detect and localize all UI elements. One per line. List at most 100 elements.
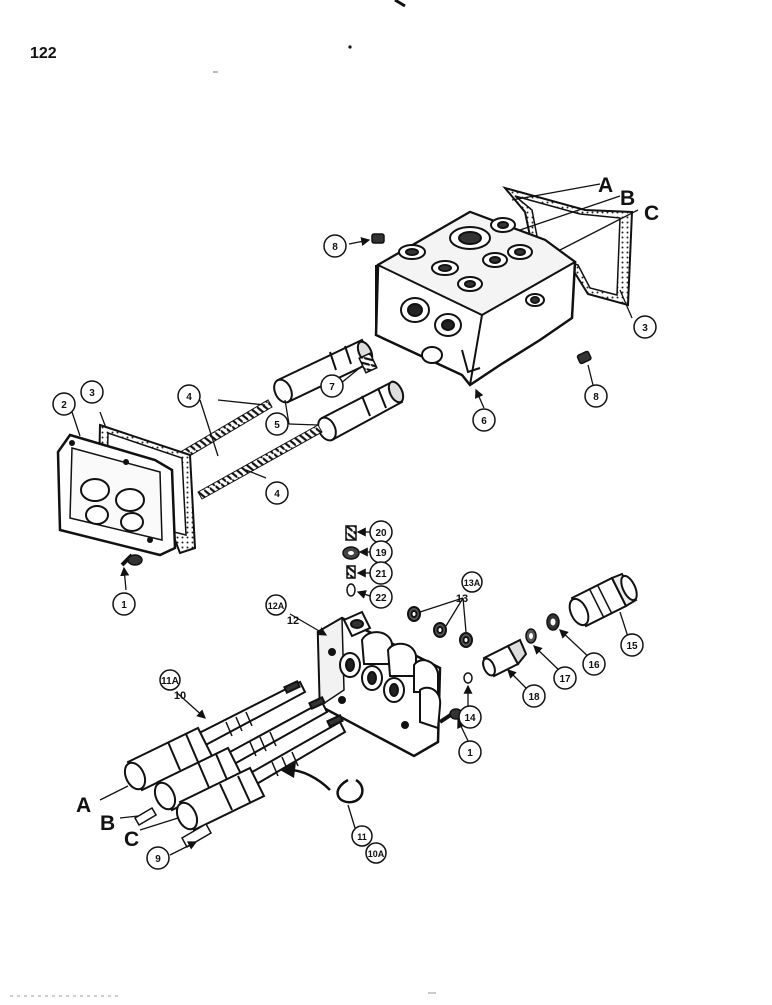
valve-housing	[374, 210, 577, 387]
svg-text:13: 13	[456, 593, 468, 605]
svg-text:17: 17	[559, 674, 571, 685]
washer-17	[525, 628, 537, 644]
stray-marks	[213, 0, 406, 73]
valve-block	[316, 610, 442, 758]
ball-22	[346, 583, 356, 597]
callout-14: 14	[458, 705, 482, 729]
relief-valve-15	[568, 572, 638, 628]
small-part-7	[358, 352, 378, 374]
svg-text:7: 7	[329, 382, 335, 393]
callout-10: 10	[174, 690, 186, 702]
lower-spool-b	[153, 695, 329, 812]
callout-19: 19	[369, 540, 393, 564]
svg-text:10: 10	[174, 690, 186, 702]
letter-a-lower: A	[76, 794, 91, 817]
lower-spool-c	[175, 713, 347, 832]
upper-leaders	[71, 183, 639, 591]
svg-text:11: 11	[357, 832, 367, 842]
svg-text:3: 3	[89, 388, 95, 399]
upper-spool-2	[317, 380, 405, 442]
plug-top	[371, 233, 385, 244]
callout-8-bottom: 8	[584, 384, 608, 408]
svg-text:22: 22	[375, 593, 387, 604]
callout-13: 13	[456, 593, 468, 605]
svg-text:11A: 11A	[161, 676, 179, 687]
svg-text:1: 1	[121, 600, 127, 611]
letter-c-upper: C	[644, 202, 659, 225]
upper-assembly: 8 2 3 4 4	[52, 174, 659, 616]
callout-15: 15	[620, 633, 644, 657]
piston-18	[482, 638, 528, 678]
svg-text:9: 9	[155, 854, 161, 865]
callout-2: 2	[52, 392, 76, 416]
callout-6: 6	[472, 408, 496, 432]
svg-text:8: 8	[593, 392, 599, 403]
callout-7: 7	[320, 374, 344, 398]
callout-1-lower: 1	[458, 740, 482, 764]
callout-3-rear: 3	[633, 315, 657, 339]
svg-text:3: 3	[642, 323, 648, 334]
callout-9: 9	[146, 846, 170, 870]
spring-lower	[197, 424, 323, 500]
upper-spool-1	[273, 338, 374, 404]
svg-text:19: 19	[375, 548, 387, 559]
svg-text:16: 16	[588, 660, 600, 671]
svg-text:10A: 10A	[368, 849, 385, 859]
letter-b-upper: B	[620, 187, 635, 210]
svg-text:2: 2	[61, 400, 67, 411]
svg-text:5: 5	[274, 420, 280, 431]
bottom-marks	[10, 992, 436, 997]
lower-leaders	[99, 527, 630, 856]
svg-text:8: 8	[332, 242, 338, 253]
callout-4-upper: 4	[177, 384, 201, 408]
callout-5: 5	[265, 412, 289, 436]
cover-bolt	[120, 553, 143, 567]
spring-21	[346, 565, 356, 579]
lower-letters: A B C	[76, 794, 139, 851]
callout-12: 12	[287, 615, 299, 627]
callout-4-lower: 4	[265, 481, 289, 505]
pin-b	[133, 806, 158, 827]
svg-text:20: 20	[375, 528, 387, 539]
spring-20	[345, 525, 357, 541]
callout-10a: 11	[351, 825, 373, 847]
callout-11: 11A	[159, 669, 181, 691]
callout-11a: 10A	[365, 842, 387, 864]
svg-text:6: 6	[481, 416, 487, 427]
svg-text:18: 18	[528, 692, 540, 703]
pin-c	[180, 822, 213, 849]
lower-callouts: 20 19 21 22 12A	[146, 520, 644, 870]
svg-text:12: 12	[287, 615, 299, 627]
svg-text:14: 14	[464, 713, 476, 724]
callout-22: 22	[369, 585, 393, 609]
svg-text:12A: 12A	[268, 601, 285, 611]
washers-13	[407, 606, 473, 648]
svg-text:4: 4	[186, 392, 192, 403]
snap-ring	[336, 778, 364, 804]
callout-16: 16	[582, 652, 606, 676]
lower-assembly: 20 19 21 22 12A	[76, 520, 644, 870]
callout-18: 18	[522, 684, 546, 708]
letter-c-lower: C	[124, 828, 139, 851]
oring-16	[546, 613, 560, 631]
callout-17: 17	[553, 666, 577, 690]
install-arrow	[280, 762, 331, 791]
svg-text:13A: 13A	[464, 578, 481, 588]
svg-text:1: 1	[467, 748, 473, 759]
letter-a-upper: A	[598, 174, 613, 197]
upper-letters: A B C	[598, 174, 659, 225]
callout-21: 21	[369, 561, 393, 585]
letter-b-lower: B	[100, 812, 115, 835]
nut-19	[342, 546, 360, 560]
upper-callouts: 8 2 3 4 4	[52, 234, 657, 616]
plug-bottom	[576, 350, 592, 365]
callout-8-top: 8	[323, 234, 347, 258]
end-cover	[56, 433, 177, 557]
callout-12a: 12A	[265, 594, 287, 616]
svg-text:15: 15	[626, 641, 638, 652]
page-number: 122	[30, 45, 57, 62]
svg-text:4: 4	[274, 489, 280, 500]
ball-14	[463, 672, 473, 684]
